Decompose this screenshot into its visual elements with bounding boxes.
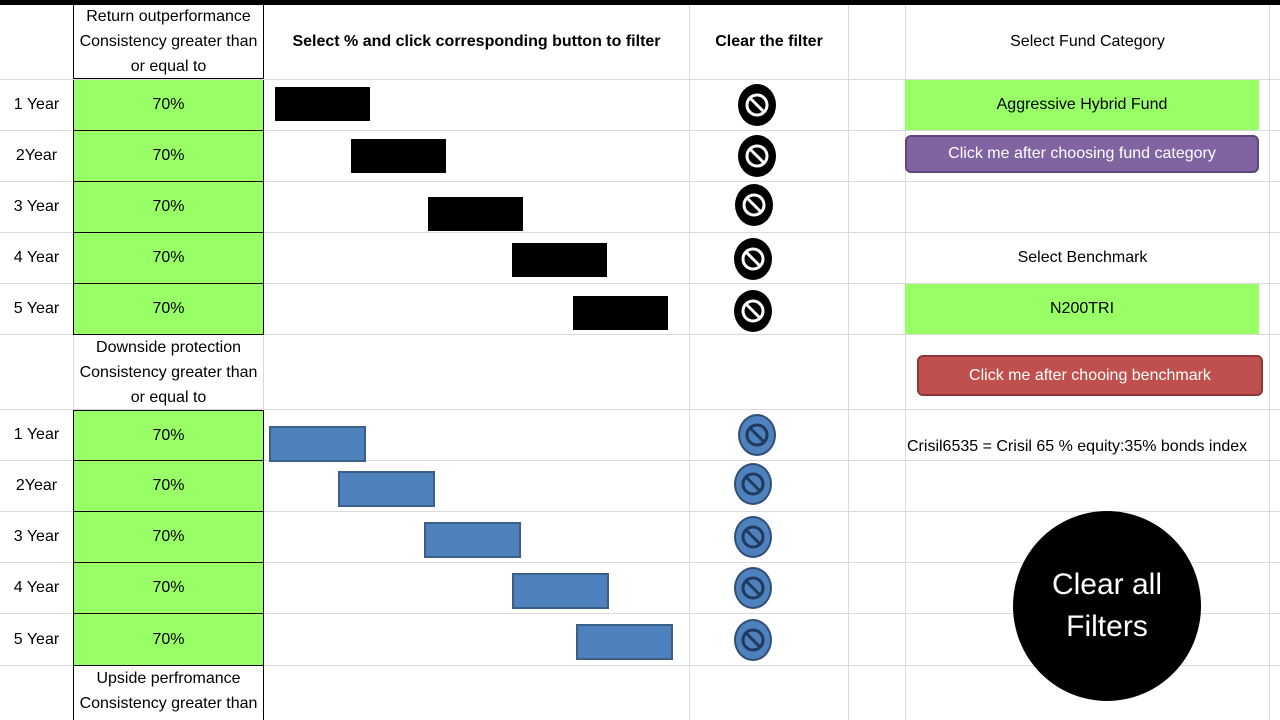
benchmark-note: Crisil6535 = Crisil 65 % equity:35% bond…: [907, 438, 1248, 455]
gridline: [0, 181, 1280, 182]
header-line: Consistency greater than: [79, 33, 258, 50]
header-line: Upside perfromance: [96, 670, 241, 687]
return-threshold-3-year[interactable]: 70%: [73, 182, 264, 233]
clear-all-label-line: Filters: [1066, 610, 1148, 643]
row-label-4-year: 4 Year: [13, 249, 60, 266]
downside-threshold-3-year[interactable]: 70%: [73, 512, 264, 563]
return-threshold-4-year[interactable]: 70%: [73, 233, 264, 284]
return-filter-button-5-year[interactable]: [573, 296, 668, 330]
downside-consistency-header: Downside protection Consistency greater …: [73, 335, 264, 409]
gridline: [689, 5, 690, 720]
header-line: Consistency greater than: [79, 363, 258, 381]
header-line: or equal to: [130, 58, 207, 75]
return-consistency-header: Return outperformance Consistency greate…: [73, 5, 264, 79]
no-entry-icon[interactable]: [734, 463, 772, 505]
row-label-1-year: 1 Year: [13, 96, 60, 113]
fund-category-select[interactable]: Aggressive Hybrid Fund: [905, 80, 1259, 130]
downside-filter-button-1-year[interactable]: [269, 426, 366, 462]
no-entry-icon[interactable]: [735, 184, 773, 226]
downside-threshold-4-year[interactable]: 70%: [73, 563, 264, 614]
row-label-4-year: 4 Year: [13, 579, 60, 596]
no-entry-icon[interactable]: [734, 619, 772, 661]
downside-threshold-1-year[interactable]: 70%: [73, 410, 264, 461]
downside-threshold-5-year[interactable]: 70%: [73, 614, 264, 666]
return-filter-button-4-year[interactable]: [512, 243, 607, 277]
gridline: [0, 460, 1280, 461]
benchmark-select[interactable]: N200TRI: [905, 284, 1259, 334]
downside-threshold-2-year[interactable]: 70%: [73, 461, 264, 512]
gridline: [0, 511, 1280, 512]
downside-filter-button-4-year[interactable]: [512, 573, 609, 609]
top-border: [0, 0, 1280, 5]
no-entry-icon[interactable]: [738, 84, 776, 126]
gridline: [0, 130, 1280, 131]
gridline: [263, 5, 264, 720]
downside-filter-button-2-year[interactable]: [338, 471, 435, 507]
return-threshold-1-year[interactable]: 70%: [73, 80, 264, 131]
apply-benchmark-button[interactable]: Click me after chooing benchmark: [917, 355, 1263, 396]
clear-all-filters-button[interactable]: Clear all Filters: [1013, 511, 1201, 701]
gridline: [0, 562, 1280, 563]
row-label-2-year: 2Year: [15, 147, 58, 164]
gridline: [848, 5, 849, 720]
downside-filter-button-5-year[interactable]: [576, 624, 673, 660]
no-entry-icon[interactable]: [738, 135, 776, 177]
clear-filter-header: Clear the filter: [715, 33, 823, 50]
row-label-2-year: 2Year: [15, 477, 58, 494]
clear-all-label-line: Clear all: [1051, 568, 1163, 601]
return-filter-button-3-year[interactable]: [428, 197, 523, 231]
no-entry-icon[interactable]: [734, 290, 772, 332]
select-benchmark-label: Select Benchmark: [1017, 249, 1148, 266]
downside-filter-button-3-year[interactable]: [424, 522, 521, 558]
return-filter-button-1-year[interactable]: [275, 87, 370, 121]
header-line: or equal to: [130, 388, 207, 406]
header-line: Consistency greater than: [79, 695, 258, 712]
gridline: [905, 5, 906, 720]
header-line: Return outperformance: [86, 8, 251, 25]
no-entry-icon[interactable]: [734, 567, 772, 609]
no-entry-icon[interactable]: [738, 414, 776, 456]
header-line: Downside protection: [96, 338, 241, 356]
row-label-5-year: 5 Year: [13, 630, 60, 648]
gridline: [0, 232, 1280, 233]
row-label-3-year: 3 Year: [13, 198, 60, 215]
gridline: [0, 283, 1280, 284]
gridline: [0, 613, 1280, 614]
gridline: [0, 665, 1280, 666]
return-filter-button-2-year[interactable]: [351, 139, 446, 173]
return-threshold-2-year[interactable]: 70%: [73, 131, 264, 182]
row-label-3-year: 3 Year: [13, 528, 60, 545]
gridline: [73, 5, 74, 720]
apply-fund-category-button[interactable]: Click me after choosing fund category: [905, 135, 1259, 173]
gridline: [0, 334, 1280, 335]
no-entry-icon[interactable]: [734, 516, 772, 558]
gridline: [1269, 5, 1270, 720]
gridline: [0, 409, 1280, 410]
row-label-5-year: 5 Year: [13, 300, 60, 317]
return-threshold-5-year[interactable]: 70%: [73, 284, 264, 335]
upside-consistency-header: Upside perfromance Consistency greater t…: [73, 666, 264, 720]
select-fund-category-header: Select Fund Category: [1010, 33, 1165, 50]
gridline: [0, 79, 1280, 80]
row-label-1-year: 1 Year: [13, 426, 60, 443]
no-entry-icon[interactable]: [734, 238, 772, 280]
select-instruction-header: Select % and click corresponding button …: [292, 33, 661, 50]
